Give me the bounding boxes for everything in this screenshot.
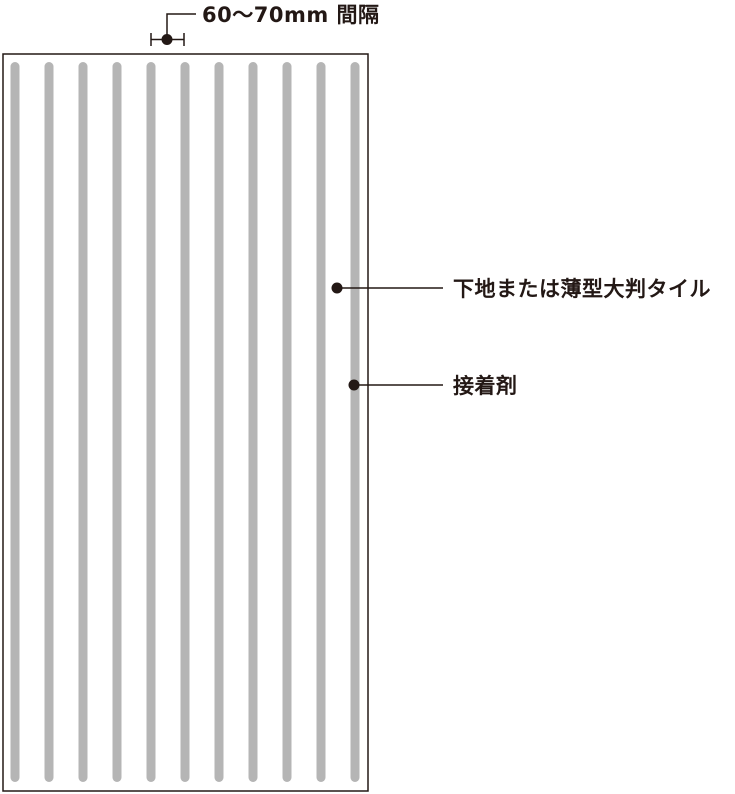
- substrate-leader-dot: [331, 282, 343, 294]
- adhesive-bead: [248, 62, 258, 782]
- adhesive-bead: [146, 62, 156, 782]
- spacing-leader-line: [166, 13, 196, 40]
- adhesive-bead: [44, 62, 54, 782]
- adhesive-leader-dot: [348, 379, 360, 391]
- adhesive-bead: [180, 62, 190, 782]
- adhesive-bead: [214, 62, 224, 782]
- adhesive-bead: [10, 62, 20, 782]
- adhesive-bead: [316, 62, 326, 782]
- spacing-leader-dot: [161, 34, 173, 45]
- substrate-label: 下地または薄型大判タイル: [453, 277, 711, 301]
- adhesive-beads: [10, 62, 360, 782]
- substrate-callout: 下地または薄型大判タイル: [331, 277, 711, 301]
- adhesive-bead: [112, 62, 122, 782]
- spacing-callout: 60〜70mm 間隔: [150, 3, 380, 46]
- spacing-label: 60〜70mm 間隔: [202, 3, 380, 27]
- adhesive-bead: [78, 62, 88, 782]
- adhesive-bead: [350, 62, 360, 782]
- adhesive-bead: [282, 62, 292, 782]
- adhesive-label: 接着剤: [453, 374, 518, 398]
- adhesive-callout: 接着剤: [348, 374, 518, 398]
